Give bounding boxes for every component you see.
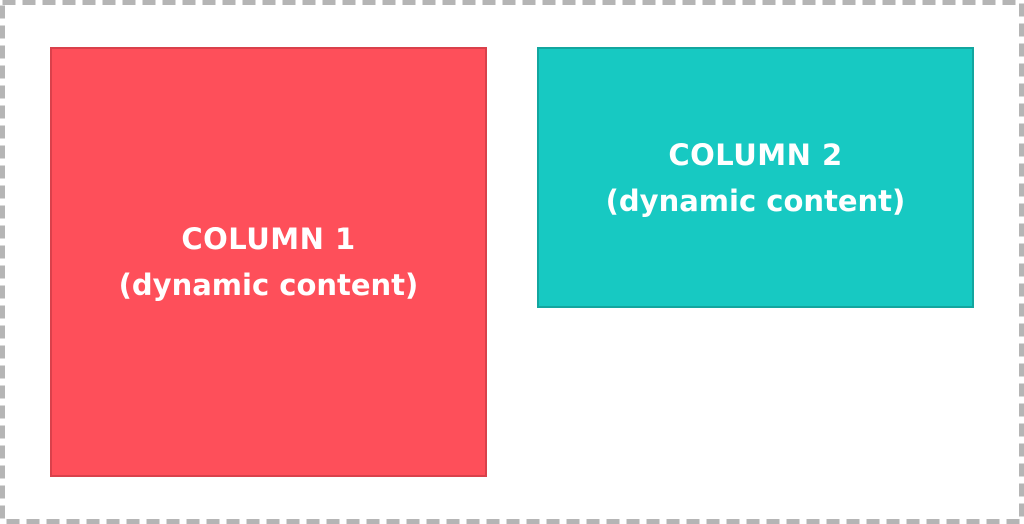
column-2-subtitle: (dynamic content)	[605, 183, 906, 218]
column-1-subtitle: (dynamic content)	[118, 268, 419, 302]
column-1: COLUMN 1 (dynamic content)	[50, 47, 487, 477]
column-2-title: COLUMN 2	[668, 137, 843, 172]
column-2: COLUMN 2 (dynamic content)	[537, 47, 974, 308]
column-1-title: COLUMN 1	[181, 222, 356, 256]
